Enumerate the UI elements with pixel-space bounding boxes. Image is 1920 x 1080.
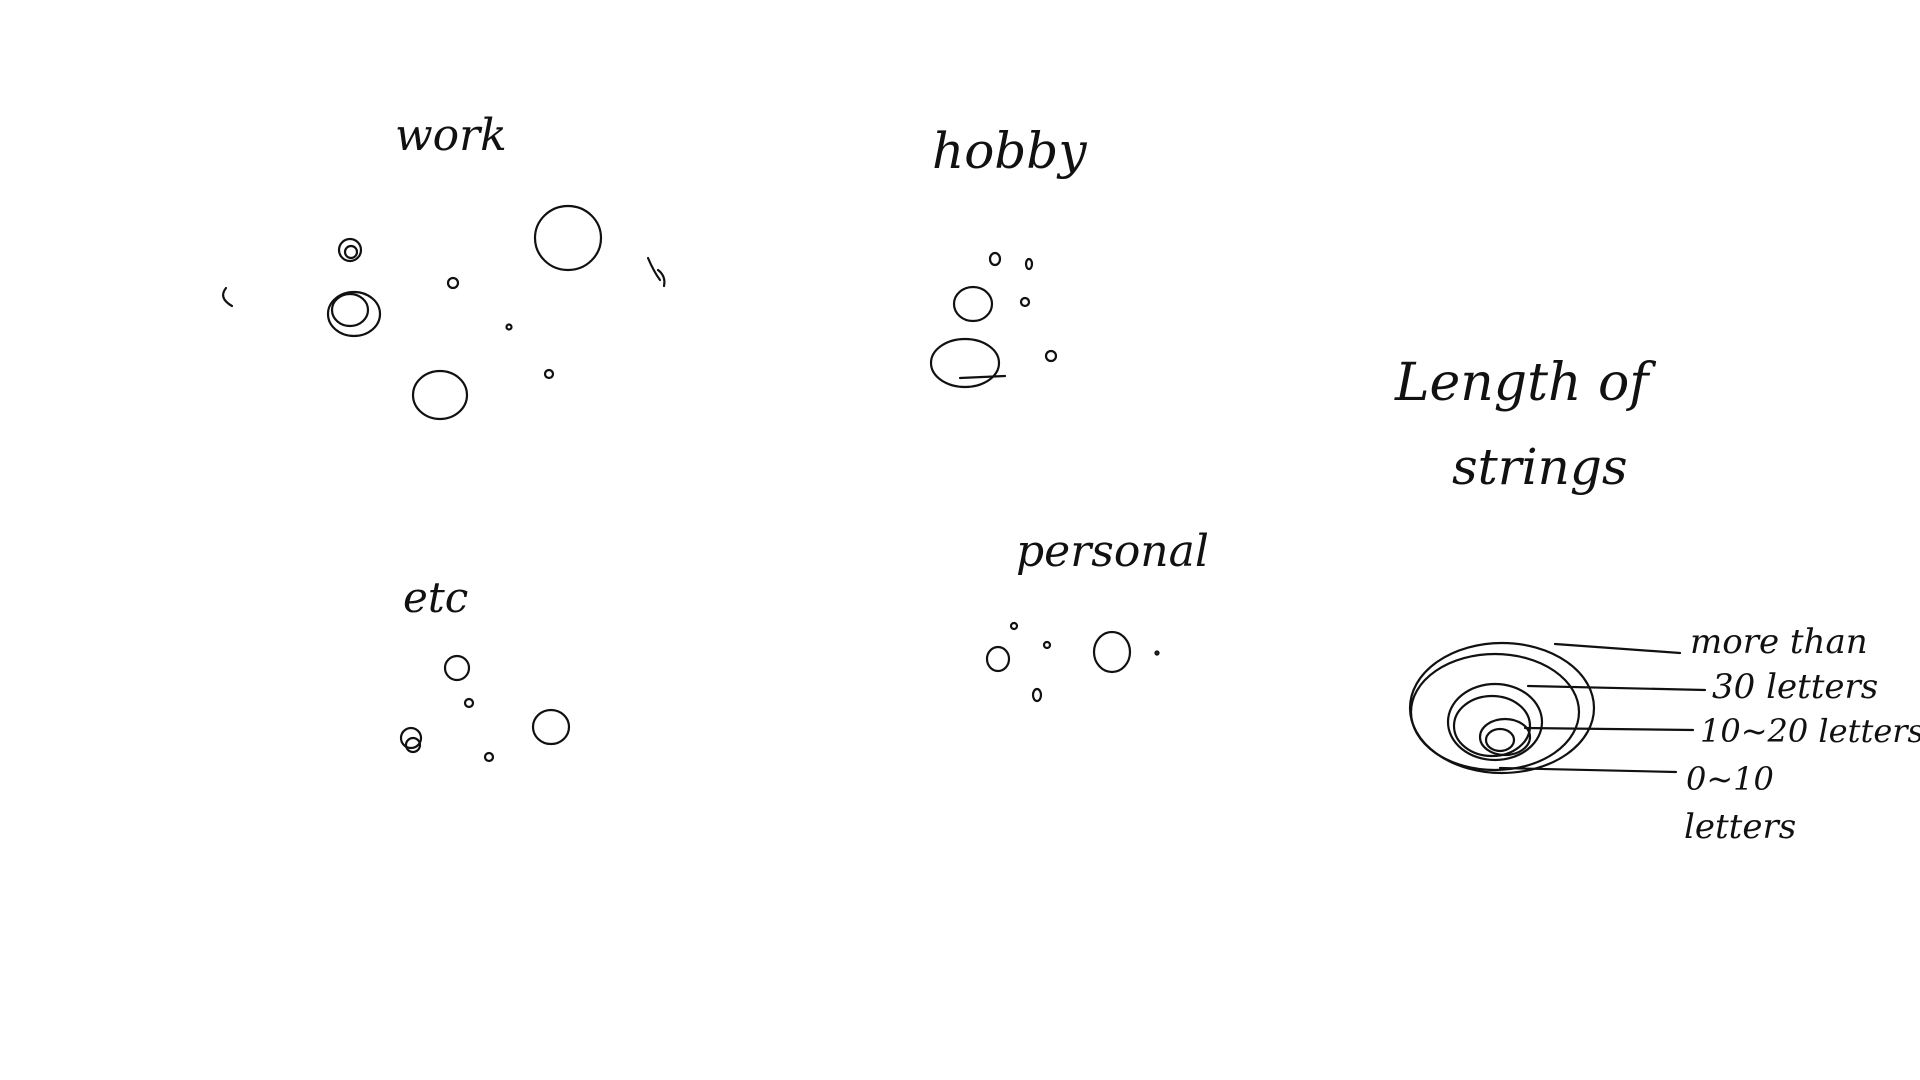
ring-label-10-20-letters: 10~20 letters [1700,712,1920,750]
bubble [404,736,422,754]
ring-inner [1484,727,1516,753]
ring-outer [1408,641,1596,775]
bubble [330,292,370,328]
bubble [929,337,1001,389]
bubble [533,204,603,272]
group-label-work: work [395,110,507,161]
ring-label-letters: letters [1684,807,1796,847]
leader-line [1523,726,1695,732]
bubble [1009,621,1019,631]
bubble [326,290,382,338]
ring-label-0-10: 0~10 [1686,760,1774,798]
bubble [1019,296,1031,308]
ring-outer [1409,652,1581,772]
bubble [1092,630,1132,674]
group-label-personal: personal [1016,526,1209,577]
bubble [343,244,359,260]
bubble [1024,257,1034,271]
bubble [483,751,495,763]
group-label-hobby: hobby [932,122,1087,180]
stroke [646,256,666,288]
leader-line [1526,684,1707,692]
bubble [505,323,513,331]
bubble [543,368,555,380]
ring-label-more-than: more than [1690,622,1868,662]
bubble [988,251,1002,267]
legend-string-length: Length of strings more than 30 letters 1… [1394,353,1920,847]
bubble [952,285,994,323]
bubble [1044,349,1058,363]
group-personal: personal [985,526,1209,703]
bubble [443,654,471,682]
bubble [1031,687,1043,703]
ring-inner [1478,717,1532,757]
bubble [985,645,1011,673]
bubble [411,369,469,421]
stroke [958,374,1007,380]
ring-label-30-letters: 30 letters [1712,667,1878,707]
bubble [399,726,423,750]
bubble [1042,640,1052,650]
legend-title-line1: Length of [1394,353,1656,413]
group-label-etc: etc [403,573,468,622]
bubble [1154,650,1160,656]
bubble [463,697,475,709]
ring-middle [1452,694,1532,758]
bubble [531,708,571,746]
group-work: work [222,110,666,421]
leader-line [1553,642,1682,655]
group-etc: etc [399,573,571,763]
bubble [337,237,363,263]
ring-middle [1446,682,1544,762]
stroke [222,286,234,308]
legend-title-line2: strings [1452,438,1628,496]
bubble [446,276,460,290]
leader-line [1498,766,1678,774]
group-hobby: hobby [929,122,1087,389]
